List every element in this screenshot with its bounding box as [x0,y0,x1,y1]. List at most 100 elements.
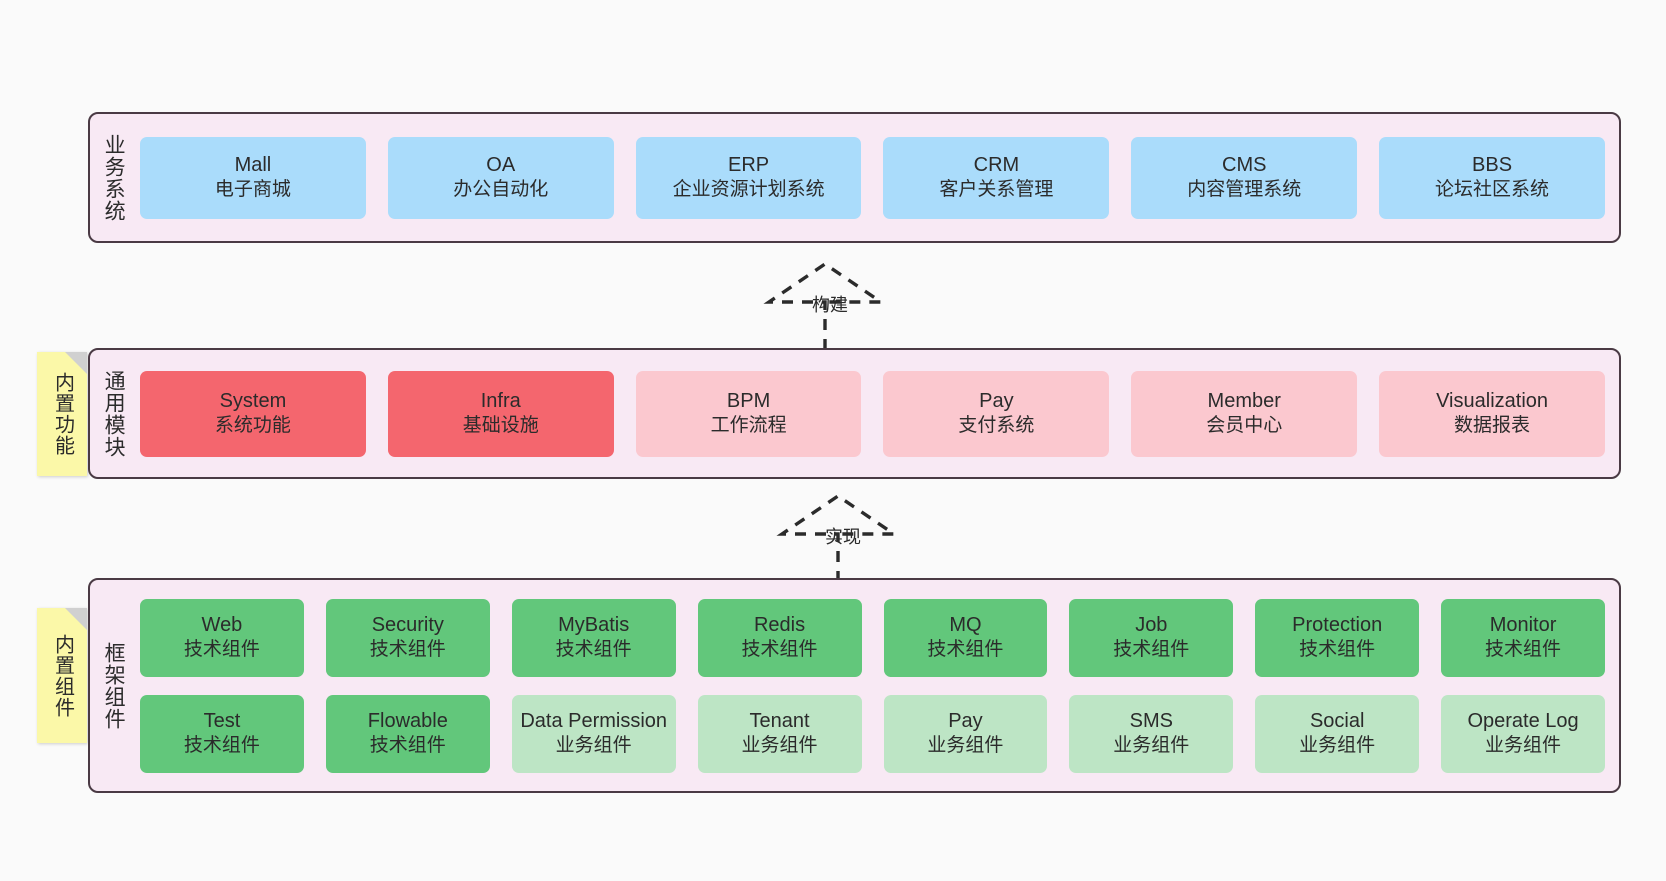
node-redis[interactable]: Redis 技术组件 [697,598,862,677]
node-subtitle: 论坛社区系统 [1435,179,1550,201]
node-title: MQ [949,613,982,636]
node-subtitle: 业务组件 [555,735,632,757]
node-title: MyBatis [558,613,630,636]
sticky-note-label: 内置功能 [51,372,74,456]
node-monitor[interactable]: Monitor 技术组件 [1441,598,1605,677]
node-crm[interactable]: CRM 客户关系管理 [883,136,1110,219]
node-title: Protection [1292,613,1383,636]
node-subtitle: 会员中心 [1206,415,1283,437]
node-mybatis[interactable]: MyBatis 技术组件 [511,598,676,677]
node-title: Monitor [1489,613,1557,636]
node-row: System 系统功能 Infra 基础设施 BPM 工作流程 Pay 支付系统… [140,370,1605,457]
node-title: Member [1207,389,1281,412]
node-test[interactable]: Test 技术组件 [140,694,304,773]
node-subtitle: 业务组件 [1299,735,1376,757]
node-title: Job [1135,613,1168,636]
node-title: Test [203,709,241,732]
node-subtitle: 基础设施 [462,415,539,437]
layer-business-systems: 业务系统 Mall 电子商城 OA 办公自动化 ERP 企业资源计划系统 CRM… [88,112,1621,243]
node-title: Pay [948,709,983,732]
node-title: BBS [1472,153,1513,176]
node-subtitle: 电子商城 [214,179,291,201]
node-row: Test 技术组件 Flowable 技术组件 Data Permission … [140,694,1605,773]
node-subtitle: 系统功能 [214,415,291,437]
node-title: Flowable [367,709,448,732]
layer-title-business-systems: 业务系统 [102,133,126,222]
node-subtitle: 客户关系管理 [939,179,1054,201]
node-subtitle: 技术组件 [555,639,632,661]
node-sms[interactable]: SMS 业务组件 [1069,694,1234,773]
node-subtitle: 技术组件 [1485,639,1562,661]
node-subtitle: 技术组件 [369,735,446,757]
node-protection[interactable]: Protection 技术组件 [1255,598,1420,677]
node-subtitle: 技术组件 [369,639,446,661]
node-bbs[interactable]: BBS 论坛社区系统 [1379,136,1605,219]
node-title: Security [371,613,444,636]
node-tenant[interactable]: Tenant 业务组件 [697,694,862,773]
sticky-note-label: 内置组件 [51,633,74,718]
node-pay-module[interactable]: Pay 支付系统 [883,370,1110,457]
sticky-note-builtin-features: 内置功能 [37,352,87,476]
node-title: BPM [726,389,771,412]
node-security[interactable]: Security 技术组件 [325,598,490,677]
node-infra[interactable]: Infra 基础设施 [387,370,614,457]
node-subtitle: 技术组件 [183,735,260,757]
layer-framework-components: 框架组件 Web 技术组件 Security 技术组件 MyBatis 技术组件… [88,578,1621,793]
node-erp[interactable]: ERP 企业资源计划系统 [635,136,862,219]
node-pay-component[interactable]: Pay 业务组件 [883,694,1048,773]
layer-title-framework-components: 框架组件 [102,641,126,730]
node-operate-log[interactable]: Operate Log 业务组件 [1441,694,1605,773]
node-flowable[interactable]: Flowable 技术组件 [325,694,490,773]
node-subtitle: 内容管理系统 [1187,179,1302,201]
node-subtitle: 业务组件 [927,735,1004,757]
node-title: Pay [979,389,1014,412]
node-subtitle: 技术组件 [927,639,1004,661]
node-title: Operate Log [1467,709,1579,732]
node-subtitle: 工作流程 [710,415,787,437]
node-social[interactable]: Social 业务组件 [1255,694,1420,773]
node-title: Data Permission [520,709,668,732]
node-title: CRM [973,153,1020,176]
node-visualization[interactable]: Visualization 数据报表 [1379,370,1605,457]
node-row: Mall 电子商城 OA 办公自动化 ERP 企业资源计划系统 CRM 客户关系… [140,136,1605,219]
layer-common-modules: 通用模块 System 系统功能 Infra 基础设施 BPM 工作流程 Pay… [88,348,1621,479]
node-title: OA [486,153,516,176]
node-bpm[interactable]: BPM 工作流程 [635,370,862,457]
node-title: ERP [728,153,770,176]
layer-body-business-systems: Mall 电子商城 OA 办公自动化 ERP 企业资源计划系统 CRM 客户关系… [136,114,1619,241]
node-title: SMS [1129,709,1173,732]
node-data-permission[interactable]: Data Permission 业务组件 [511,694,676,773]
node-subtitle: 技术组件 [183,639,260,661]
node-title: Tenant [749,709,810,732]
node-title: Redis [753,613,806,636]
node-system[interactable]: System 系统功能 [140,370,366,457]
node-subtitle: 业务组件 [1113,735,1190,757]
connector-label-build: 构建 [812,295,848,315]
layer-body-common-modules: System 系统功能 Infra 基础设施 BPM 工作流程 Pay 支付系统… [136,350,1619,477]
node-subtitle: 数据报表 [1454,415,1531,437]
node-subtitle: 技术组件 [1113,639,1190,661]
node-title: Web [201,613,243,636]
node-row: Web 技术组件 Security 技术组件 MyBatis 技术组件 Redi… [140,598,1605,677]
connector-label-implement: 实现 [825,527,861,547]
node-member[interactable]: Member 会员中心 [1131,370,1358,457]
sticky-note-builtin-components: 内置组件 [37,608,87,743]
node-subtitle: 业务组件 [1485,735,1562,757]
node-title: Infra [480,389,521,412]
node-mq[interactable]: MQ 技术组件 [883,598,1048,677]
layer-title-common-modules: 通用模块 [102,369,126,458]
layer-body-framework-components: Web 技术组件 Security 技术组件 MyBatis 技术组件 Redi… [136,580,1619,791]
node-subtitle: 支付系统 [958,415,1035,437]
node-mall[interactable]: Mall 电子商城 [140,136,366,219]
node-job[interactable]: Job 技术组件 [1069,598,1234,677]
node-title: Social [1309,709,1365,732]
node-subtitle: 技术组件 [1299,639,1376,661]
node-oa[interactable]: OA 办公自动化 [387,136,614,219]
node-subtitle: 技术组件 [741,639,818,661]
node-title: Mall [234,153,272,176]
node-cms[interactable]: CMS 内容管理系统 [1131,136,1358,219]
node-web[interactable]: Web 技术组件 [140,598,304,677]
node-title: CMS [1222,153,1267,176]
node-subtitle: 企业资源计划系统 [672,179,825,201]
